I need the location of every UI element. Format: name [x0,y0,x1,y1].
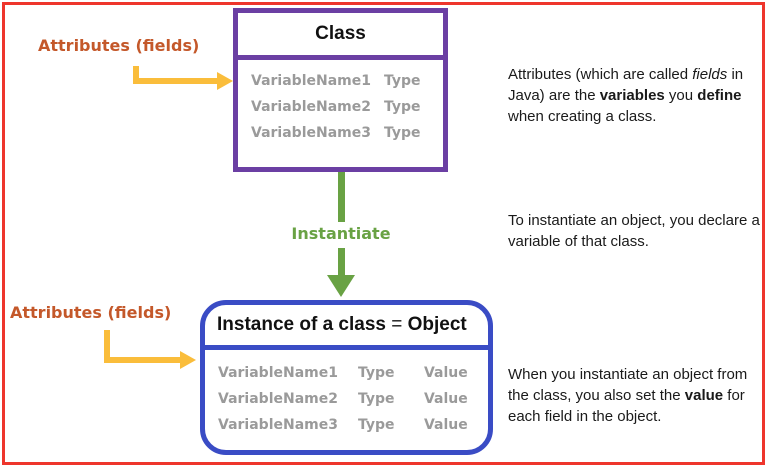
table-row: VariableName2 Type [251,94,430,120]
explanation-attributes: Attributes (which are called fields in J… [508,64,764,127]
yellow-arrow-top-horizontal [133,78,217,84]
class-box-rows: VariableName1 Type VariableName2 Type Va… [238,60,443,146]
instance-box-title: Instance of a class = Object [217,314,467,336]
text-segment: When you instantiate an object from the … [508,366,748,404]
variable-name: VariableName1 [218,365,338,381]
yellow-arrow-top-head-icon [217,72,233,90]
instantiate-label: Instantiate [291,224,391,243]
variable-value: Value [423,417,468,433]
green-arrow-head-icon [327,275,355,297]
variable-name: VariableName1 [251,73,371,89]
explanation-value: When you instantiate an object from the … [508,364,764,427]
variable-value: Value [423,365,468,381]
variable-type: Type [384,125,421,141]
variable-type: Type [357,391,395,407]
attributes-label-bottom: Attributes (fields) [10,303,172,322]
table-row: VariableName3 Type Value [218,412,472,438]
text-segment: value [684,387,724,404]
class-box: Class VariableName1 Type VariableName2 T… [233,8,448,172]
variable-type: Type [357,417,395,433]
text-segment: in Java) are the [508,66,744,104]
text-segment: Attributes (which are called [508,66,693,83]
yellow-arrow-bottom-head-icon [180,351,196,369]
title-segment: Instance of a class [217,314,392,335]
variable-type: Type [384,99,421,115]
text-segment: fields [692,66,728,83]
table-row: VariableName3 Type [251,120,430,146]
text-segment: variables [599,87,665,104]
class-box-header: Class [238,13,443,60]
attributes-label-top: Attributes (fields) [38,36,200,55]
title-segment: Object [407,314,467,335]
variable-name: VariableName2 [251,99,371,115]
variable-name: VariableName2 [218,391,338,407]
text-segment: To instantiate an object, you declare a … [508,212,760,250]
table-row: VariableName1 Type [251,68,430,94]
variable-type: Type [384,73,421,89]
text-segment: for each field in the object. [508,387,745,425]
variable-value: Value [423,391,468,407]
table-row: VariableName1 Type Value [218,360,472,386]
table-row: VariableName2 Type Value [218,386,472,412]
instance-box-rows: VariableName1 Type Value VariableName2 T… [205,350,488,438]
green-arrow-shaft [338,248,345,275]
title-segment: = [391,314,408,335]
instance-box: Instance of a class = Object VariableNam… [200,300,493,455]
text-segment: when creating a class. [508,108,657,125]
yellow-arrow-top-vertical [133,66,139,84]
variable-name: VariableName3 [251,125,371,141]
variable-type: Type [357,365,395,381]
text-segment: define [697,87,742,104]
class-box-title: Class [315,23,366,44]
instance-box-header: Instance of a class = Object [205,305,488,350]
explanation-instantiate: To instantiate an object, you declare a … [508,210,764,252]
variable-name: VariableName3 [218,417,338,433]
green-connector-top-segment [338,172,345,222]
text-segment: you [664,87,698,104]
yellow-arrow-bottom-horizontal [104,357,180,363]
yellow-arrow-bottom-vertical [104,330,110,363]
